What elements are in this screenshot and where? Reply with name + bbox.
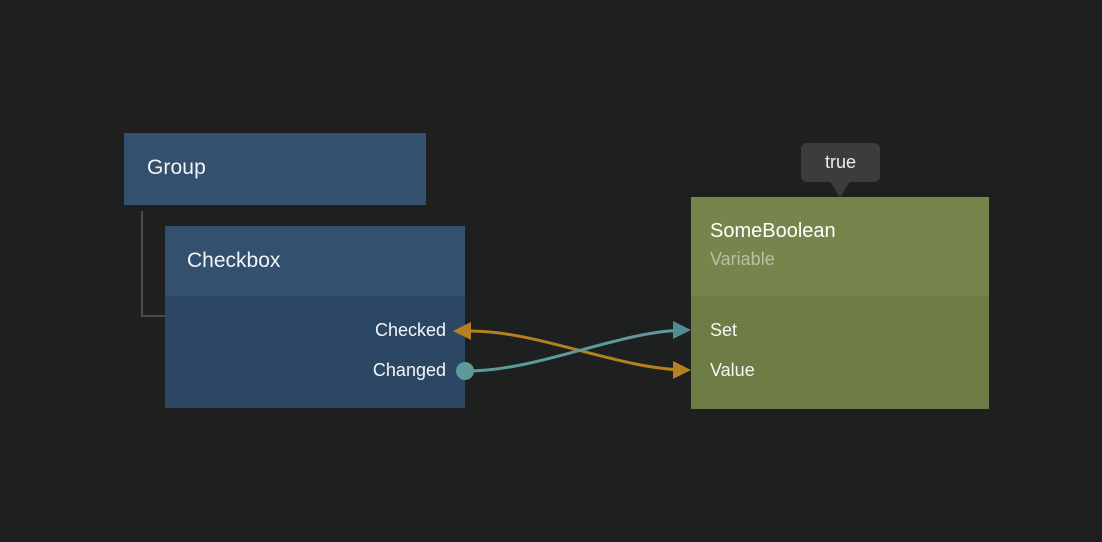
group-containment-bracket xyxy=(141,211,169,317)
group-node-title: Group xyxy=(147,156,206,179)
port-checked-label[interactable]: Checked xyxy=(374,320,446,340)
variable-node-header xyxy=(691,197,989,296)
arrow-right-icon-value xyxy=(673,361,691,379)
value-tooltip: true xyxy=(801,143,880,182)
variable-node-title: SomeBoolean xyxy=(710,220,836,242)
group-node[interactable]: Group xyxy=(124,133,426,205)
variable-node[interactable]: SomeBoolean Variable Set Value xyxy=(691,197,989,409)
wire-value-to-checked xyxy=(469,329,689,372)
checkbox-node[interactable]: Checkbox Checked Changed xyxy=(165,226,465,408)
value-tooltip-text: true xyxy=(824,152,857,172)
value-tooltip-pointer-icon xyxy=(830,181,850,198)
variable-node-subtitle: Variable xyxy=(710,249,775,269)
port-set-label[interactable]: Set xyxy=(710,320,738,340)
port-value-label[interactable]: Value xyxy=(710,360,755,380)
wire-changed-to-set xyxy=(466,328,689,373)
arrow-right-icon-set xyxy=(673,321,691,339)
port-changed-label[interactable]: Changed xyxy=(372,360,446,380)
checkbox-node-header xyxy=(165,226,465,296)
checkbox-node-title: Checkbox xyxy=(187,249,281,272)
